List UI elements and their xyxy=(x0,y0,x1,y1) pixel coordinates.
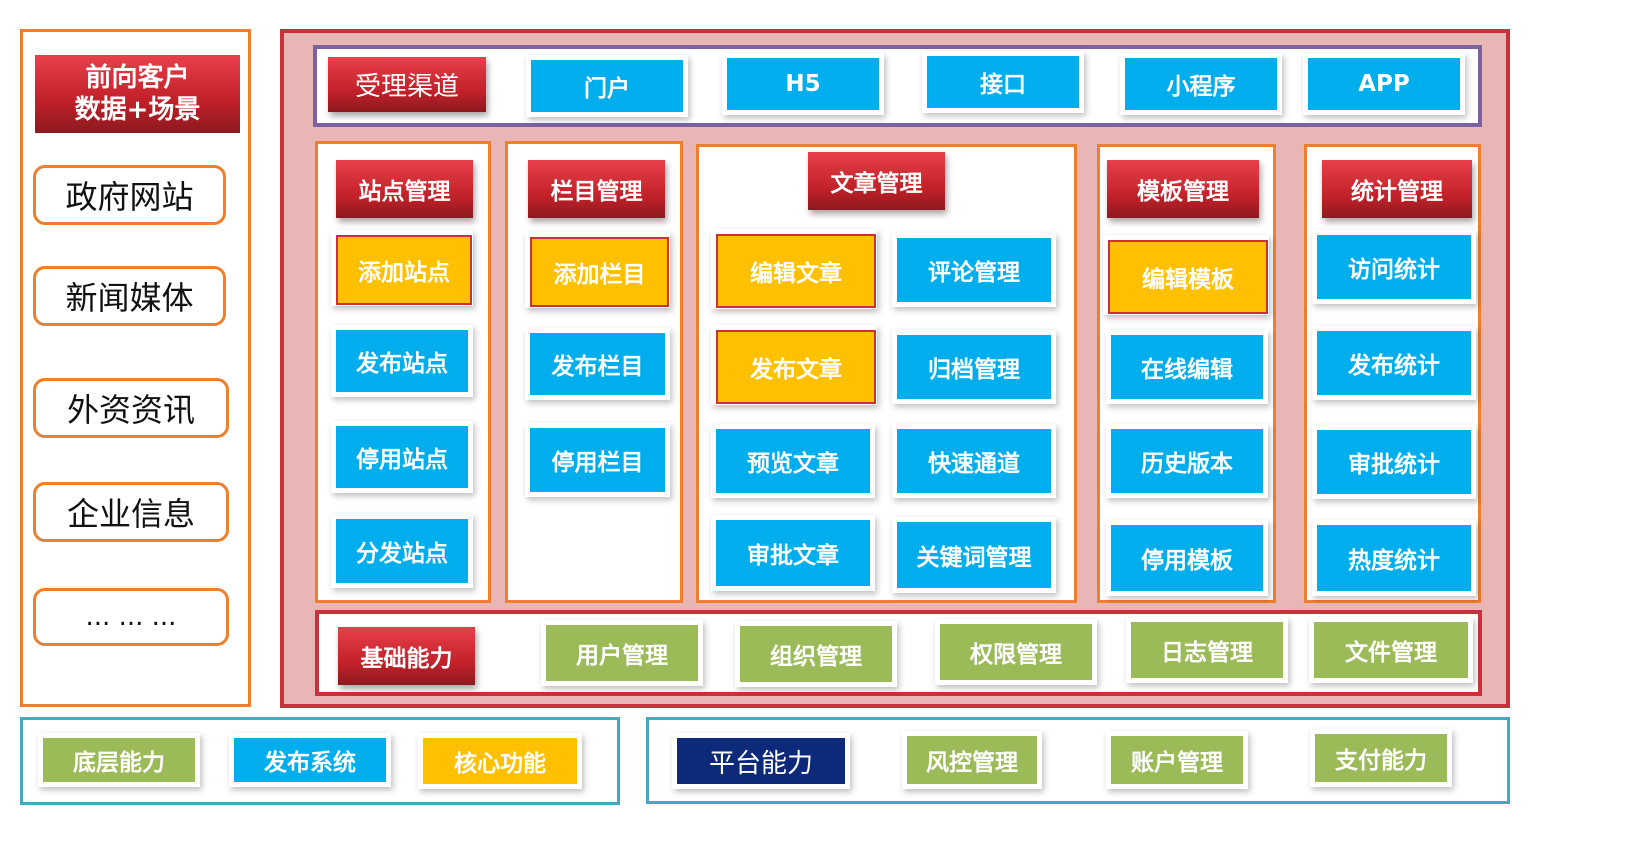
channel-api-label: 接口 xyxy=(927,56,1079,108)
template-disable-label: 停用模板 xyxy=(1111,525,1263,591)
base-file-management-label: 文件管理 xyxy=(1314,622,1468,678)
section-column-management-title: 栏目管理 xyxy=(528,160,665,218)
column-disable-button[interactable]: 停用栏目 xyxy=(525,423,670,497)
base-permission-management[interactable]: 权限管理 xyxy=(935,619,1097,685)
article-edit-label: 编辑文章 xyxy=(716,234,876,308)
platform-title-label: 平台能力 xyxy=(677,738,845,784)
article-preview-label: 预览文章 xyxy=(716,429,870,493)
channel-portal[interactable]: 门户 xyxy=(526,55,688,117)
customer-item-foreign-news[interactable]: 外资资讯 xyxy=(33,378,229,438)
article-preview-button[interactable]: 预览文章 xyxy=(711,424,875,498)
customer-item-more[interactable]: ... ... ... xyxy=(33,588,229,646)
legend-core-label: 核心功能 xyxy=(423,738,577,784)
channel-app[interactable]: APP xyxy=(1303,53,1465,115)
platform-title: 平台能力 xyxy=(672,733,850,789)
base-log-management[interactable]: 日志管理 xyxy=(1126,617,1288,683)
stats-heat-button[interactable]: 热度统计 xyxy=(1312,520,1476,596)
base-org-management[interactable]: 组织管理 xyxy=(735,621,897,687)
section-statistics-management-title: 统计管理 xyxy=(1322,160,1472,218)
channel-api[interactable]: 接口 xyxy=(922,51,1084,113)
article-archive-button[interactable]: 归档管理 xyxy=(892,330,1056,404)
channel-h5-label: H5 xyxy=(727,58,879,110)
legend-base: 底层能力 xyxy=(38,733,200,787)
platform-risk-control-label: 风控管理 xyxy=(907,736,1037,784)
stats-heat-label: 热度统计 xyxy=(1317,525,1471,591)
platform-payment-label: 支付能力 xyxy=(1315,734,1447,782)
legend-publish-label: 发布系统 xyxy=(234,738,386,782)
article-fast-track-button[interactable]: 快速通道 xyxy=(892,424,1056,498)
article-approve-button[interactable]: 审批文章 xyxy=(711,515,875,591)
channel-mini-program-label: 小程序 xyxy=(1125,58,1277,110)
customer-item-news-media[interactable]: 新闻媒体 xyxy=(33,266,226,326)
base-file-management[interactable]: 文件管理 xyxy=(1309,617,1473,683)
channel-app-label: APP xyxy=(1308,58,1460,110)
channel-portal-label: 门户 xyxy=(531,60,683,112)
stats-visit-label: 访问统计 xyxy=(1317,235,1471,299)
template-edit-label: 编辑模板 xyxy=(1108,240,1268,314)
stats-publish-button[interactable]: 发布统计 xyxy=(1312,326,1476,400)
article-publish-button[interactable]: 发布文章 xyxy=(711,325,877,405)
site-add-label: 添加站点 xyxy=(336,235,472,305)
article-keywords-button[interactable]: 关键词管理 xyxy=(892,517,1056,593)
site-disable-label: 停用站点 xyxy=(336,426,468,488)
article-publish-label: 发布文章 xyxy=(716,330,876,404)
column-publish-button[interactable]: 发布栏目 xyxy=(525,328,670,400)
site-publish-label: 发布站点 xyxy=(336,330,468,392)
legend-base-label: 底层能力 xyxy=(43,738,195,782)
site-distribute-label: 分发站点 xyxy=(336,519,468,583)
template-history-button[interactable]: 历史版本 xyxy=(1106,424,1268,498)
platform-account-management[interactable]: 账户管理 xyxy=(1106,731,1248,789)
template-history-label: 历史版本 xyxy=(1111,429,1263,493)
article-archive-label: 归档管理 xyxy=(897,335,1051,399)
section-template-management-title: 模板管理 xyxy=(1107,160,1259,218)
article-keywords-label: 关键词管理 xyxy=(897,522,1051,588)
channel-mini-program[interactable]: 小程序 xyxy=(1120,53,1282,115)
base-user-management-label: 用户管理 xyxy=(546,625,698,681)
column-add-label: 添加栏目 xyxy=(530,237,669,307)
customer-item-gov-site[interactable]: 政府网站 xyxy=(33,165,226,225)
article-fast-track-label: 快速通道 xyxy=(897,429,1051,493)
article-comments-label: 评论管理 xyxy=(897,238,1051,302)
stats-visit-button[interactable]: 访问统计 xyxy=(1312,230,1476,304)
base-capability-title: 基础能力 xyxy=(338,627,475,685)
site-disable-button[interactable]: 停用站点 xyxy=(331,421,473,493)
template-online-edit-button[interactable]: 在线编辑 xyxy=(1106,330,1268,404)
base-permission-management-label: 权限管理 xyxy=(940,624,1092,680)
base-log-management-label: 日志管理 xyxy=(1131,622,1283,678)
stats-approval-button[interactable]: 审批统计 xyxy=(1312,425,1476,499)
platform-account-management-label: 账户管理 xyxy=(1111,736,1243,784)
article-approve-label: 审批文章 xyxy=(716,520,870,586)
base-capability-row xyxy=(315,610,1482,696)
stats-publish-label: 发布统计 xyxy=(1317,331,1471,395)
legend-publish: 发布系统 xyxy=(229,733,391,787)
column-publish-label: 发布栏目 xyxy=(530,333,665,395)
template-edit-button[interactable]: 编辑模板 xyxy=(1103,235,1269,315)
template-online-edit-label: 在线编辑 xyxy=(1111,335,1263,399)
site-publish-button[interactable]: 发布站点 xyxy=(331,325,473,397)
base-user-management[interactable]: 用户管理 xyxy=(541,620,703,686)
platform-risk-control[interactable]: 风控管理 xyxy=(902,731,1042,789)
channel-title: 受理渠道 xyxy=(328,57,486,112)
site-add-button[interactable]: 添加站点 xyxy=(331,230,473,306)
article-comments-button[interactable]: 评论管理 xyxy=(892,233,1056,307)
column-add-button[interactable]: 添加栏目 xyxy=(525,232,670,308)
legend-core: 核心功能 xyxy=(418,733,582,789)
stats-approval-label: 审批统计 xyxy=(1317,430,1471,494)
channel-h5[interactable]: H5 xyxy=(722,53,884,115)
article-edit-button[interactable]: 编辑文章 xyxy=(711,229,877,309)
column-disable-label: 停用栏目 xyxy=(530,428,665,492)
customer-item-enterprise-info[interactable]: 企业信息 xyxy=(33,482,229,542)
channel-row xyxy=(313,45,1482,127)
site-distribute-button[interactable]: 分发站点 xyxy=(331,514,473,588)
customer-panel-title: 前向客户 数据+场景 xyxy=(35,55,240,133)
base-org-management-label: 组织管理 xyxy=(740,626,892,682)
section-article-management-title: 文章管理 xyxy=(808,152,945,210)
section-site-management-title: 站点管理 xyxy=(336,160,473,218)
platform-payment[interactable]: 支付能力 xyxy=(1310,729,1452,787)
template-disable-button[interactable]: 停用模板 xyxy=(1106,520,1268,596)
